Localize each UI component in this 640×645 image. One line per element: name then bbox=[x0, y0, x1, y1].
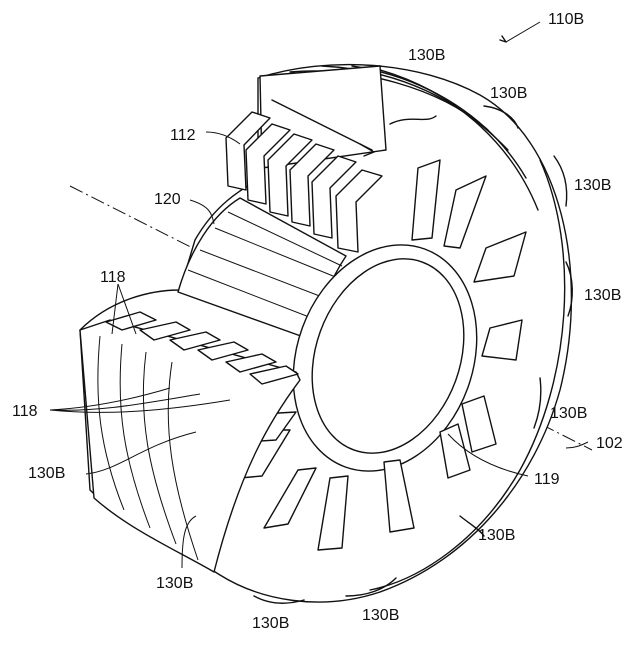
label-118-left: 118 bbox=[12, 403, 38, 420]
label-120: 120 bbox=[154, 191, 181, 208]
label-130B-left: 130B bbox=[28, 465, 65, 482]
label-130B-b1: 130B bbox=[362, 607, 399, 624]
label-130B-tr1: 130B bbox=[490, 85, 527, 102]
label-110B: 110B bbox=[548, 11, 584, 28]
leader-110B bbox=[506, 22, 540, 42]
label-130B-rl: 130B bbox=[550, 405, 587, 422]
label-130B-r: 130B bbox=[584, 287, 621, 304]
label-130B-bottom: 130B bbox=[156, 575, 193, 592]
label-118-top: 118 bbox=[100, 269, 126, 286]
label-119: 119 bbox=[534, 471, 560, 488]
label-130B-tr2: 130B bbox=[574, 177, 611, 194]
label-102: 102 bbox=[596, 435, 623, 452]
label-130B-b2: 130B bbox=[252, 615, 289, 632]
label-130B-top: 130B bbox=[408, 47, 445, 64]
label-112: 112 bbox=[170, 127, 196, 144]
label-130B-br: 130B bbox=[478, 527, 515, 544]
leader-102 bbox=[566, 442, 588, 448]
